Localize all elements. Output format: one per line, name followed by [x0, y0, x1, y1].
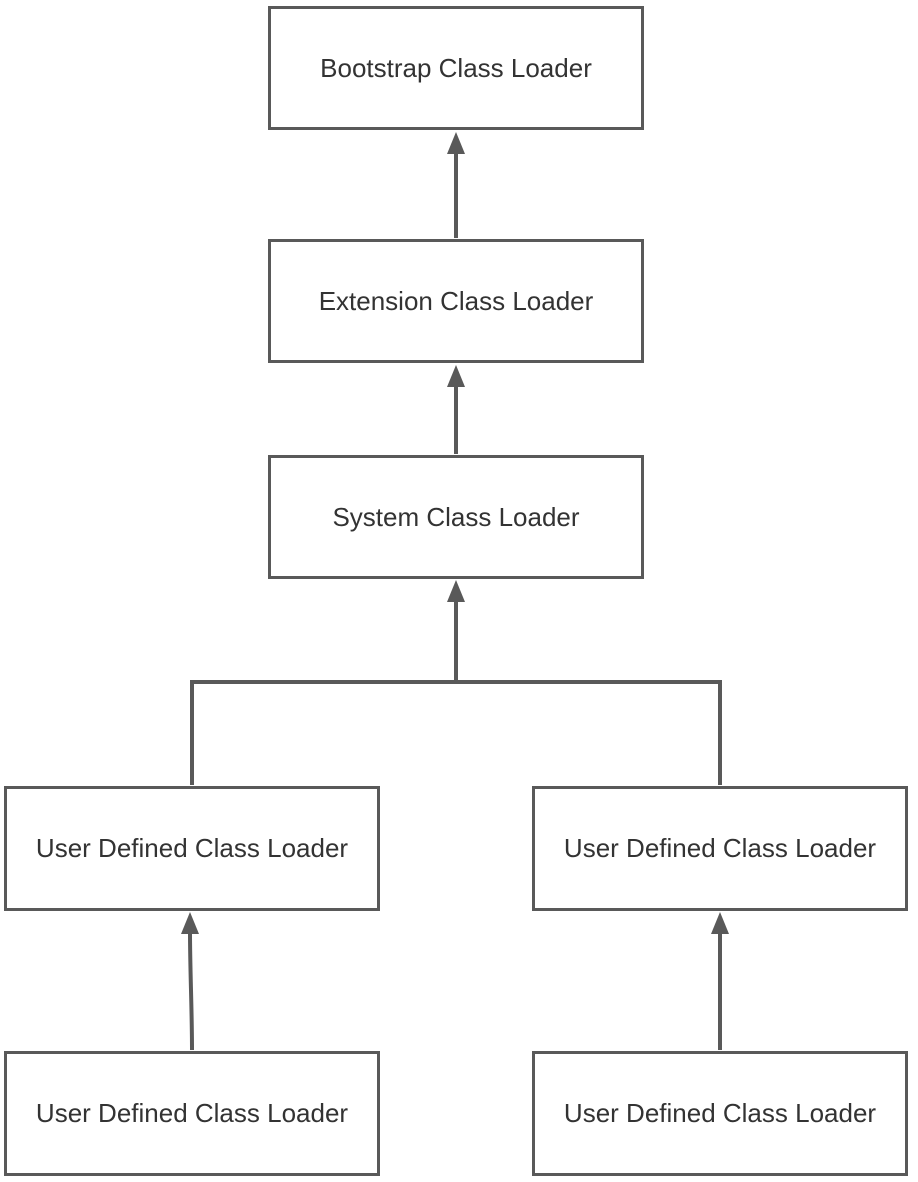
arrowhead-mid-right — [711, 912, 729, 934]
node-label: User Defined Class Loader — [563, 1098, 877, 1128]
node-label: User Defined Class Loader — [563, 833, 877, 863]
arrowhead-bootstrap — [447, 132, 465, 154]
system-class-loader-node: System Class Loader — [268, 455, 644, 579]
user-defined-class-loader-node: User Defined Class Loader — [4, 1051, 380, 1176]
node-label: Bootstrap Class Loader — [320, 52, 592, 83]
arrowhead-system — [447, 580, 465, 602]
user-defined-class-loader-node: User Defined Class Loader — [4, 786, 380, 911]
node-label: User Defined Class Loader — [35, 1098, 349, 1128]
node-label: User Defined Class Loader — [35, 833, 349, 863]
node-label: System Class Loader — [332, 501, 580, 532]
arrowhead-mid-left — [181, 912, 199, 934]
bootstrap-class-loader-node: Bootstrap Class Loader — [268, 6, 644, 130]
connector-user-loaders-to-system — [190, 680, 722, 785]
extension-class-loader-node: Extension Class Loader — [268, 239, 644, 363]
user-defined-class-loader-node: User Defined Class Loader — [532, 786, 908, 911]
arrow-bottom-left-to-mid-left — [188, 931, 194, 1051]
arrowhead-extension — [447, 365, 465, 387]
node-label: Extension Class Loader — [318, 285, 594, 316]
user-defined-class-loader-node: User Defined Class Loader — [532, 1051, 908, 1176]
